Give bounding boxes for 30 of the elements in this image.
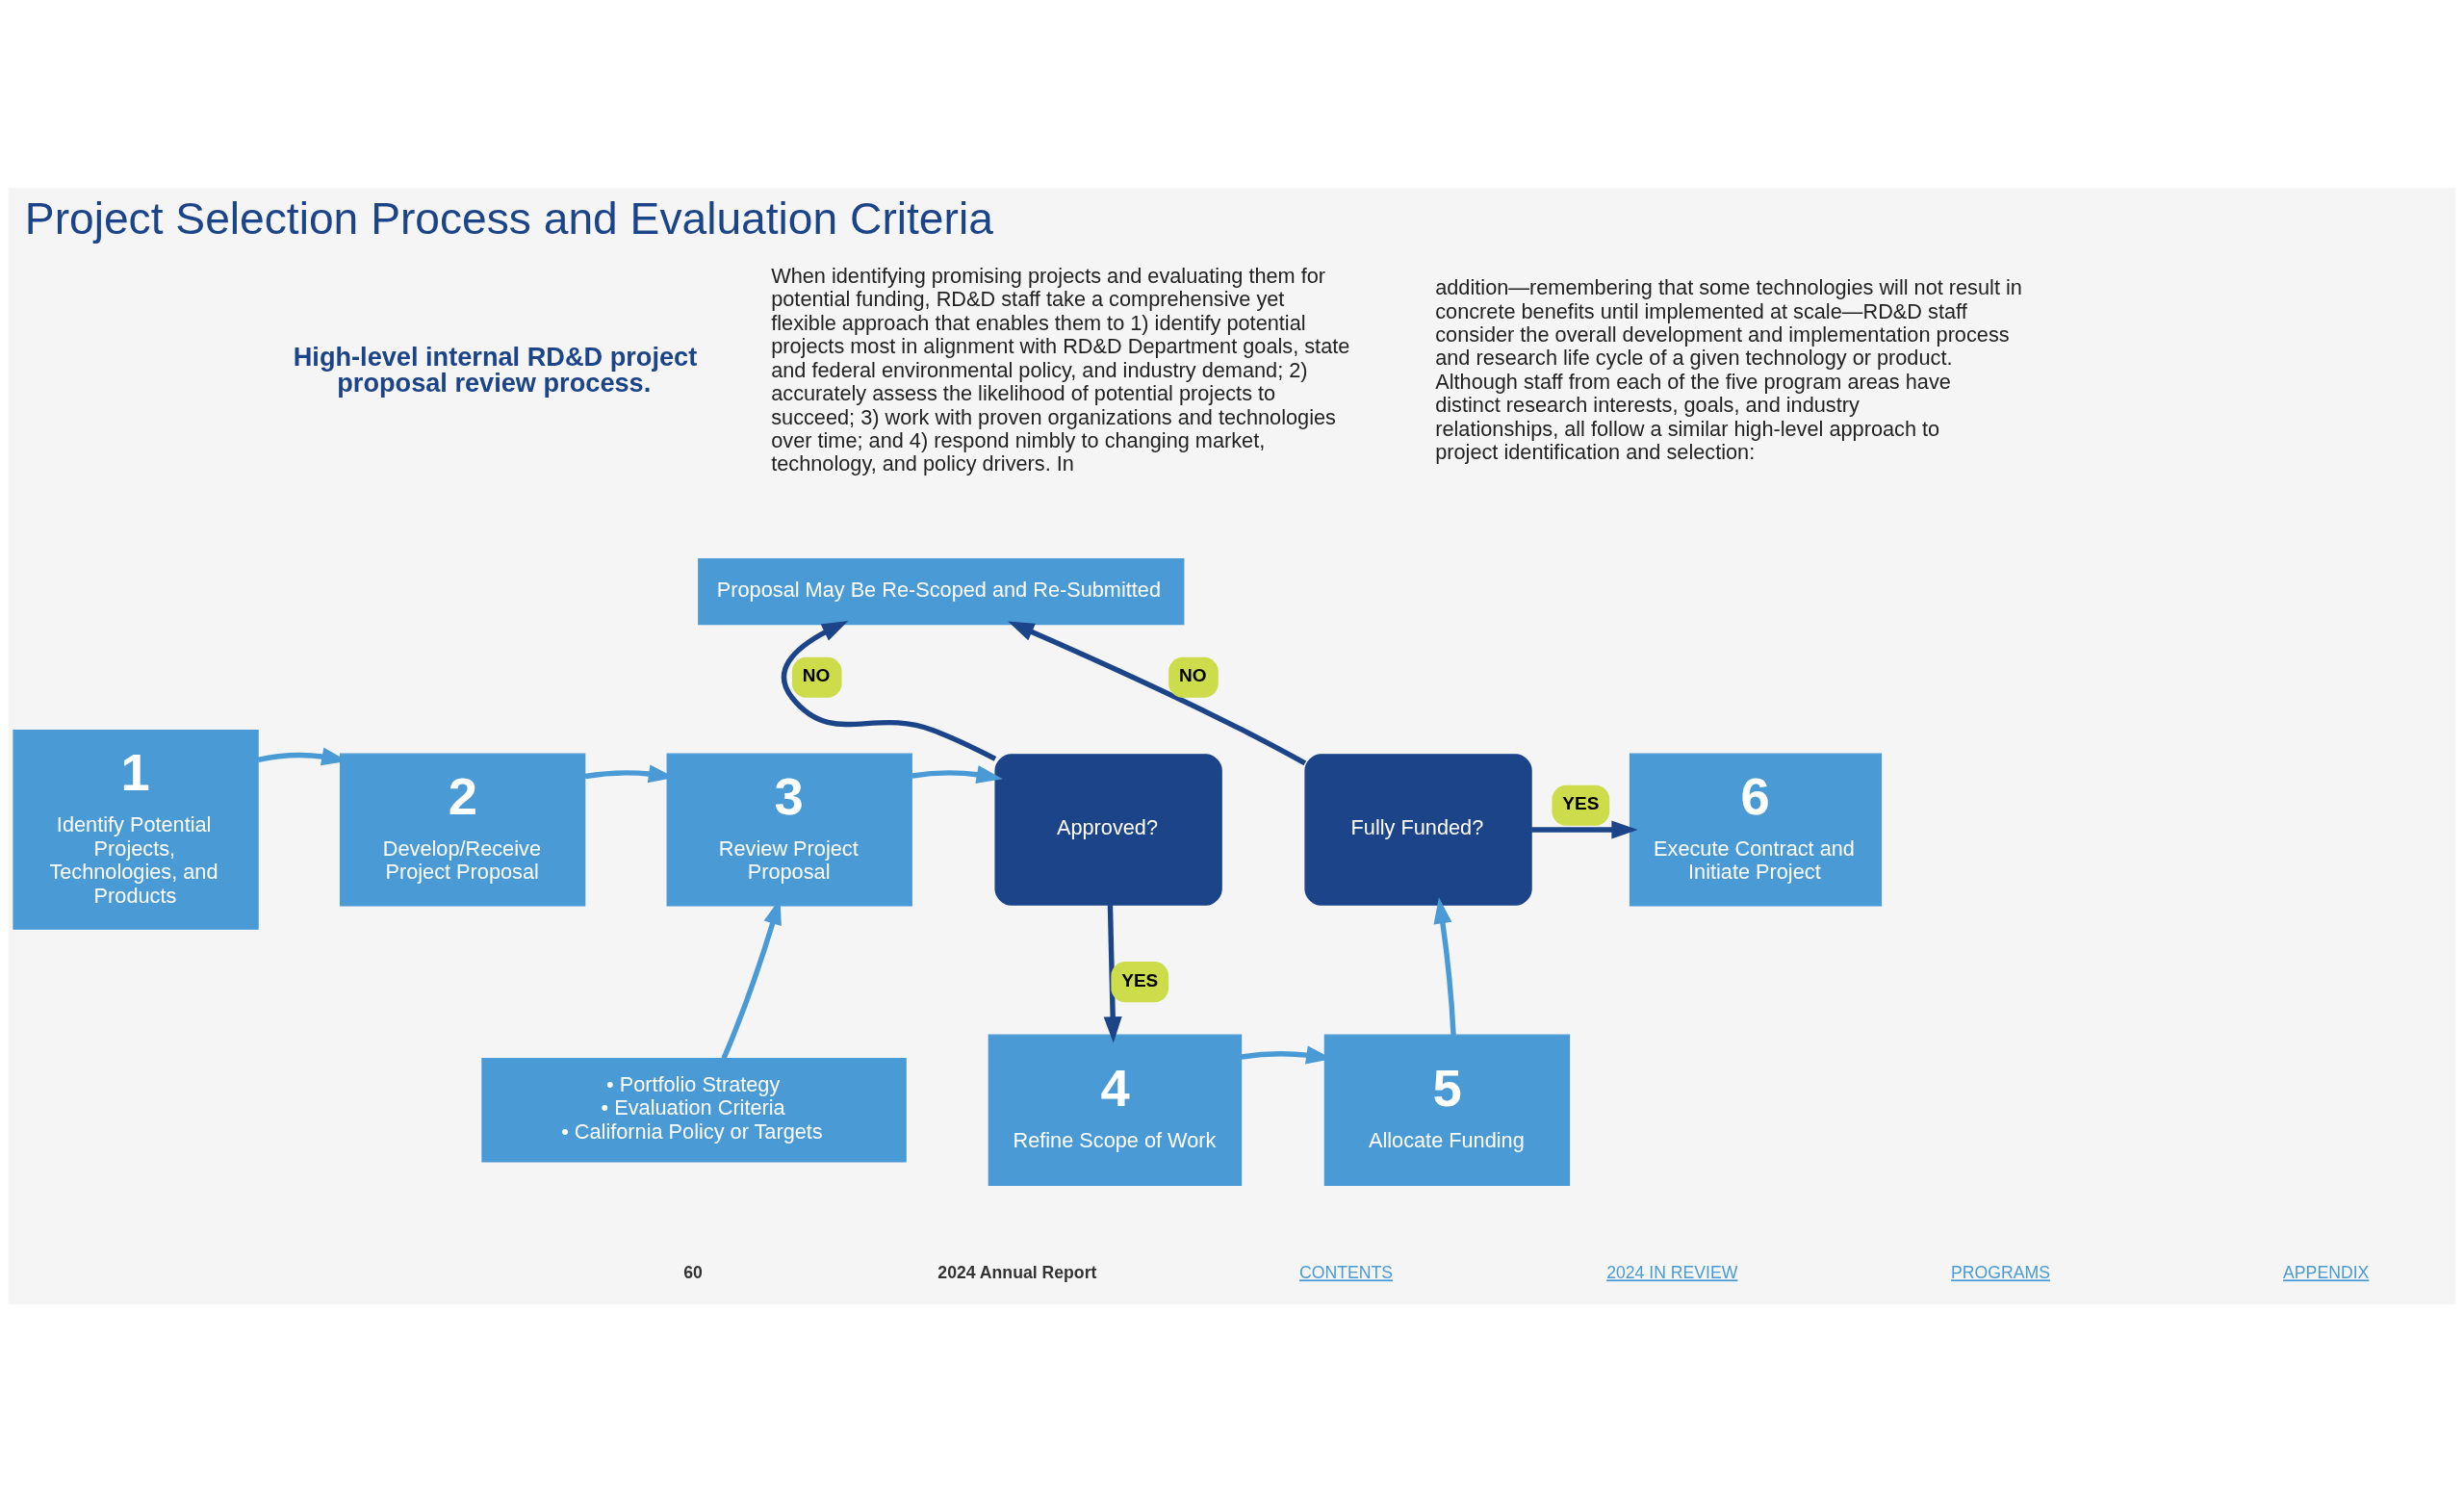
edge-label: YES <box>1121 969 1159 990</box>
label: addition—remembering that some technologies will not result in concrete benefits until implemented at scale—RD&D staff consider the overall development and implementation process and research life cycle of a given technology or product. Although staff from each of the five program areas have distinct research interests, goals, and industry relationships, all follow a similar high-level approach to project identification and selection: <box>1435 275 2022 465</box>
label: High-level internal RD&D project proposal review process. <box>293 341 698 398</box>
label: 2024 Annual Report <box>937 1263 1097 1283</box>
arrow <box>1008 621 1307 766</box>
node-box: Fully Funded? <box>1304 754 1532 906</box>
label: 2024 IN REVIEW <box>1606 1263 1738 1283</box>
edge-label: NO <box>1178 665 1207 686</box>
arrow <box>1531 820 1638 839</box>
node-box: 6 Execute Contract and Initiate Project <box>1629 753 1883 907</box>
label: CONTENTS <box>1298 1263 1393 1283</box>
node-box: 2 Develop/Receive Project Proposal <box>339 753 586 907</box>
node-box: 1 Identify Potential Projects, Technologies, and Products <box>13 730 259 930</box>
arrow <box>911 765 1003 784</box>
node-box: Proposal May Be Re-Scoped and Re-Submitted <box>698 558 1185 626</box>
edge-label: NO <box>802 665 831 686</box>
node-box: 5 Allocate Funding <box>1323 1034 1571 1187</box>
node-box: 4 Refine Scope of Work <box>988 1034 1243 1187</box>
label: PROGRAMS <box>1951 1263 2050 1283</box>
edge-label: YES <box>1562 793 1600 814</box>
arrow <box>781 621 997 761</box>
label: 60 <box>683 1263 703 1283</box>
label: When identifying promising projects and evaluating them for potential funding, RD&D staff take a comprehensive yet flexible approach that enables them to 1) identify potential projects most in alignment with RD&D Department goals, state and federal environmental policy, and industry demand; 2) accurately assess the likelihood of potential projects to succeed; 3) work with proven organizations and technologies over time; and 4) respond nimbly to changing market, technology, and policy drivers. In <box>771 263 1350 476</box>
node-box: 3 Review Project Proposal <box>666 753 912 907</box>
node-box: Approved? <box>994 754 1222 906</box>
arrow <box>1103 905 1122 1043</box>
arrow <box>1433 897 1456 1036</box>
label: APPENDIX <box>2283 1263 2370 1283</box>
diagram-title: Project Selection Process and Evaluation Criteria <box>24 193 993 244</box>
node-box: • Portfolio Strategy • Evaluation Criteria • California Policy or Targets <box>481 1057 907 1163</box>
